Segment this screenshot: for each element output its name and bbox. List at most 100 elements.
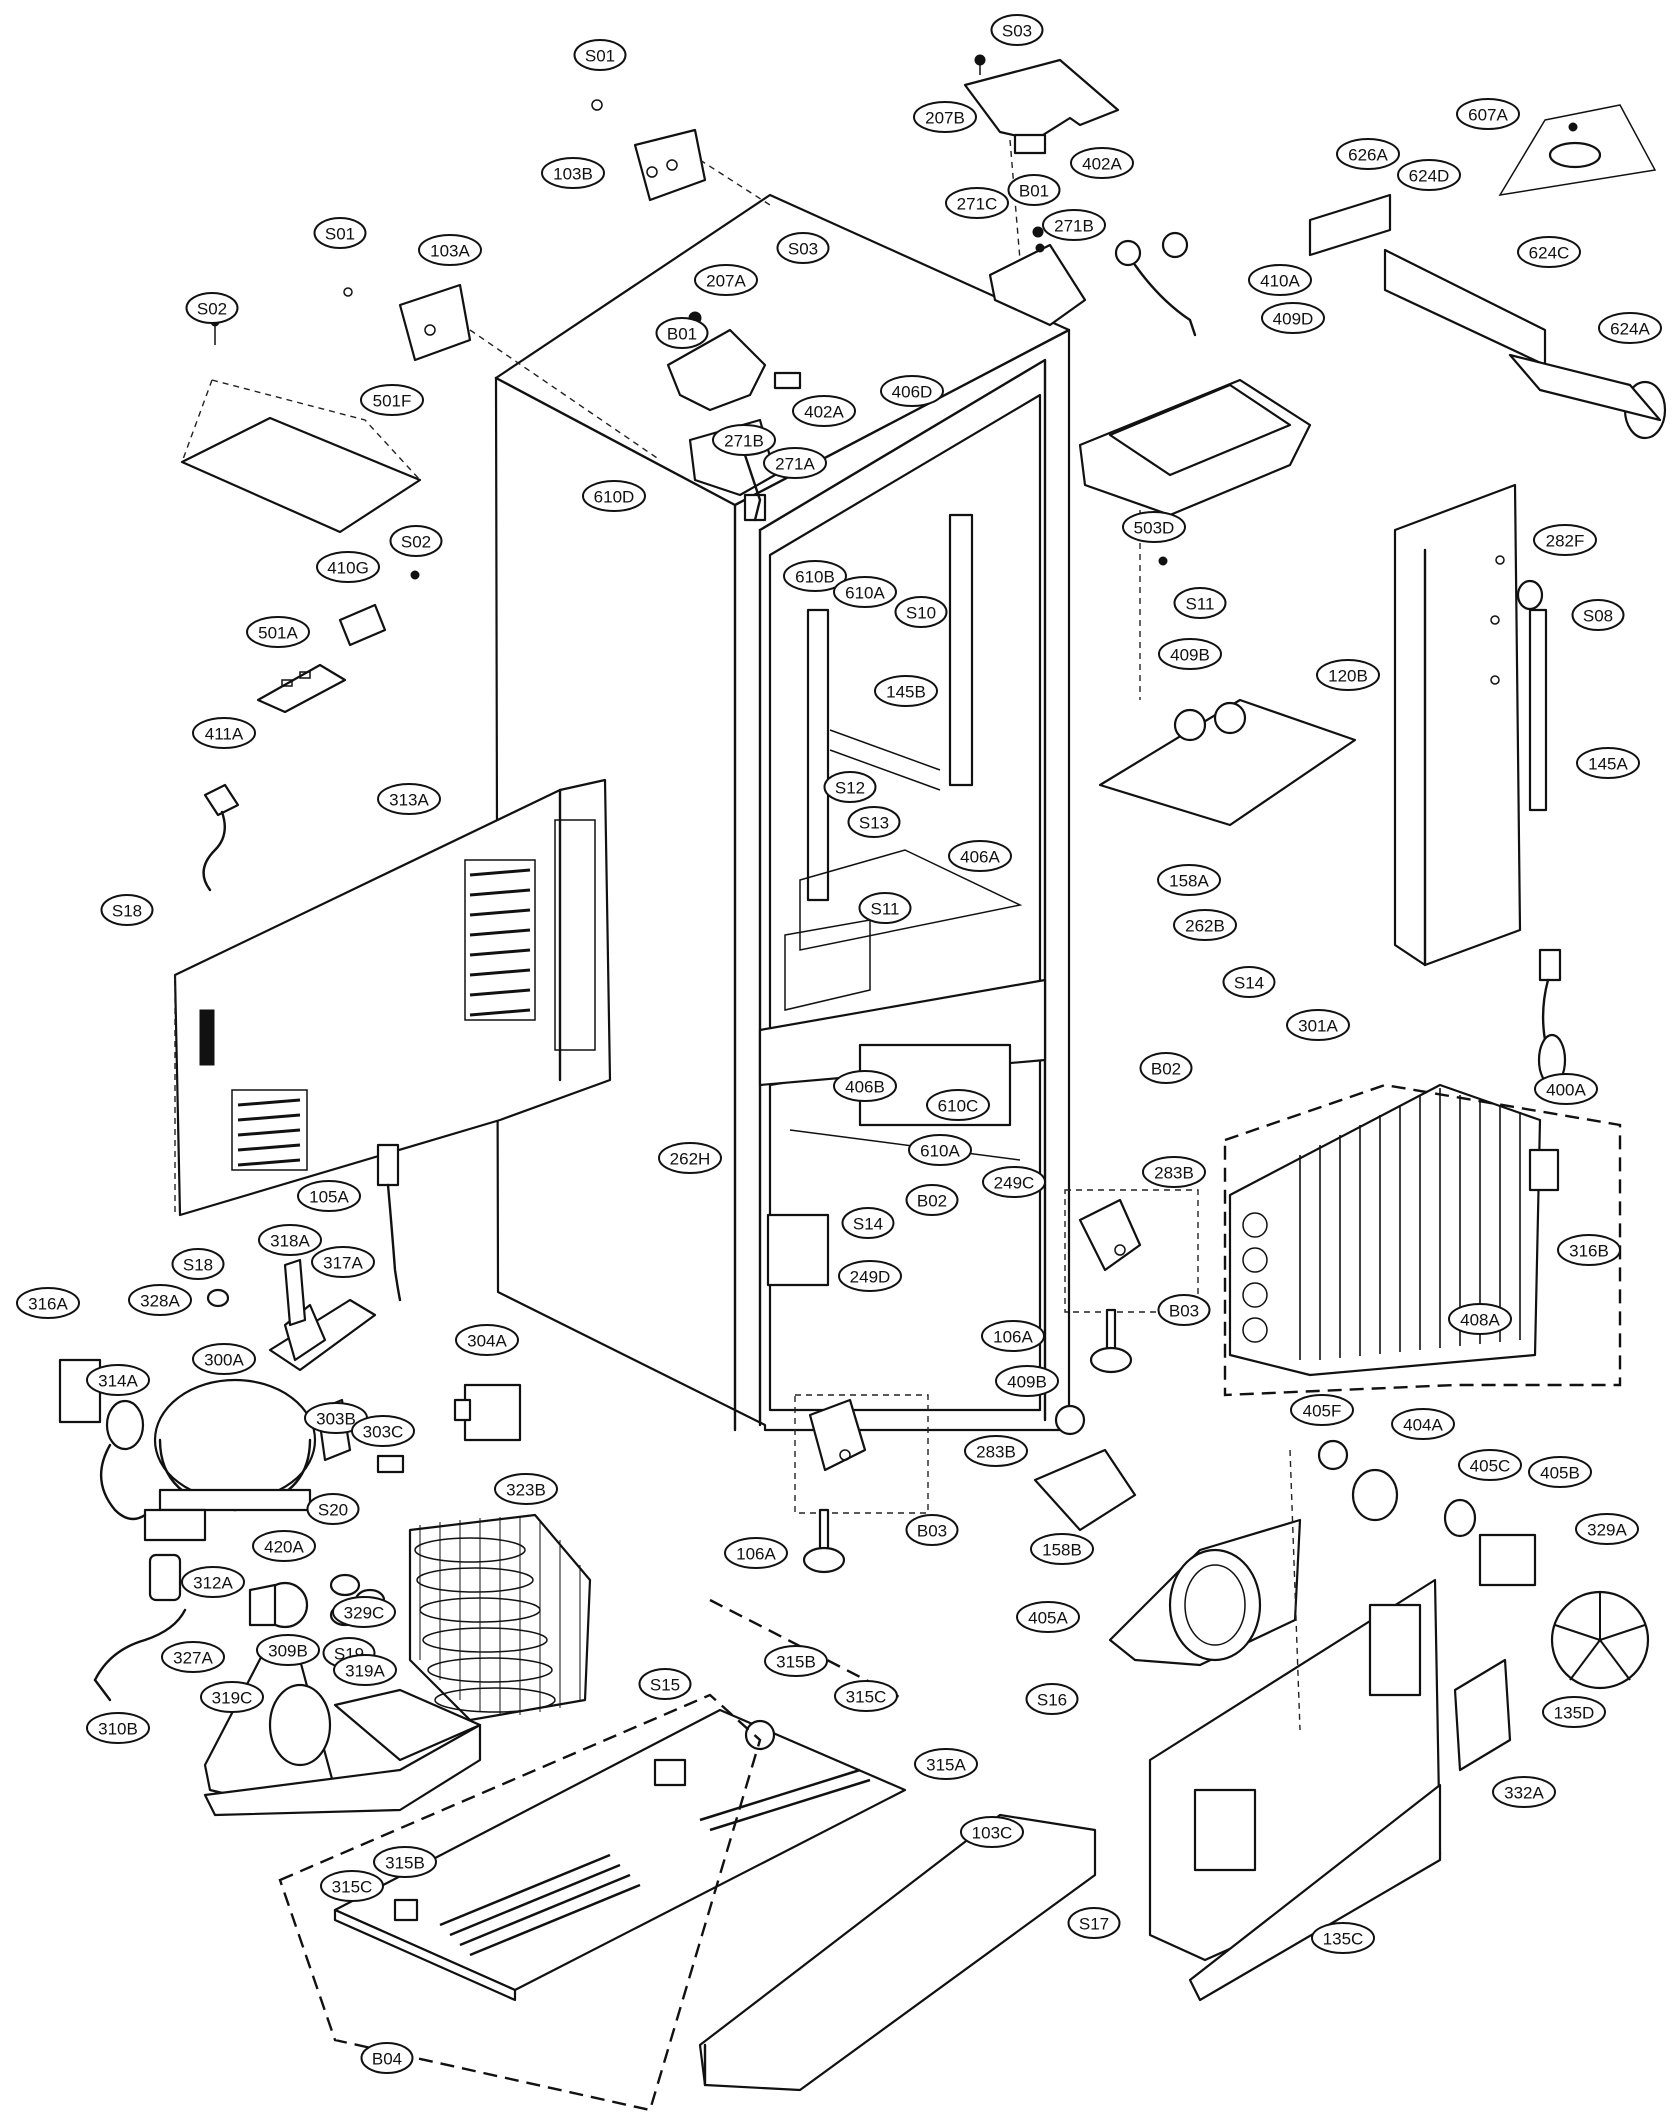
grommet-607a <box>1498 104 1657 196</box>
callout-s17: S17 <box>1067 1907 1121 1939</box>
callout-text: S01 <box>325 225 355 244</box>
callout-406b: 406B <box>833 1070 897 1102</box>
callout-text: 271A <box>775 455 815 474</box>
callout-oval <box>1067 1907 1121 1939</box>
callout-b03b: B03 <box>905 1514 959 1546</box>
callout-318a: 318A <box>258 1224 322 1256</box>
callout-text: B03 <box>917 1522 947 1541</box>
callout-oval <box>1576 747 1640 779</box>
callout-409ba: 409B <box>1158 638 1222 670</box>
callout-oval <box>455 1324 519 1356</box>
callout-text: 303C <box>363 1423 404 1442</box>
callout-262b: 262B <box>1173 909 1237 941</box>
callout-158a: 158A <box>1157 864 1221 896</box>
callout-304a: 304A <box>455 1324 519 1356</box>
callout-oval <box>16 1287 80 1319</box>
callout-oval <box>874 675 938 707</box>
callout-text: 332A <box>1504 1784 1544 1803</box>
callout-text: B02 <box>1151 1060 1181 1079</box>
callout-text: 409D <box>1273 310 1314 329</box>
callout-207a: 207A <box>694 264 758 296</box>
callout-271bb: 271B <box>712 424 776 456</box>
callout-oval <box>1042 209 1106 241</box>
back-panel-313a <box>173 778 612 1217</box>
callout-315cb: 315C <box>320 1870 384 1902</box>
leveling-leg-106a-lower <box>802 1508 846 1574</box>
callout-oval <box>964 1435 1028 1467</box>
callout-text: 309B <box>268 1642 308 1661</box>
callout-oval <box>1571 599 1625 631</box>
callout-text: 610D <box>594 488 635 507</box>
callout-text: 316B <box>1569 1242 1609 1261</box>
callout-oval <box>1157 1294 1211 1326</box>
callout-text: 271C <box>957 195 998 214</box>
callout-oval <box>1290 1394 1354 1426</box>
callout-text: 103C <box>972 1824 1013 1843</box>
callout-text: 315C <box>846 1688 887 1707</box>
callout-oval <box>373 1846 437 1878</box>
callout-oval <box>1391 1408 1455 1440</box>
callout-oval <box>880 375 944 407</box>
callout-oval <box>541 157 605 189</box>
callout-text: 409B <box>1007 1373 1047 1392</box>
callout-106aa: 106A <box>981 1320 1045 1352</box>
callout-text: 408A <box>1460 1311 1500 1330</box>
callout-409bb: 409B <box>995 1365 1059 1397</box>
callout-oval <box>252 1530 316 1562</box>
callout-oval <box>320 1870 384 1902</box>
callout-b02b: B02 <box>905 1184 959 1216</box>
callout-oval <box>1575 1513 1639 1545</box>
callout-309b: 309B <box>256 1634 320 1666</box>
callout-oval <box>833 1070 897 1102</box>
cover-103a <box>343 283 472 362</box>
callout-b01a: B01 <box>1007 174 1061 206</box>
fan-motor-420a <box>248 1581 309 1629</box>
callout-oval <box>838 1260 902 1292</box>
callout-text: 400A <box>1546 1081 1586 1100</box>
base-plate-315a <box>278 1598 907 2112</box>
callout-s18b: S18 <box>171 1248 225 1280</box>
callout-oval <box>960 1816 1024 1848</box>
callout-408a: 408A <box>1448 1303 1512 1335</box>
callout-text: 503D <box>1134 519 1175 538</box>
callout-text: S03 <box>1002 22 1032 41</box>
grommet-328a <box>206 1288 230 1308</box>
callout-oval <box>1336 138 1400 170</box>
callout-oval <box>306 1493 360 1525</box>
callout-text: 158A <box>1169 872 1209 891</box>
callout-text: 106A <box>736 1545 776 1564</box>
grommet-405f <box>1317 1439 1349 1471</box>
callout-text: 406B <box>845 1078 885 1097</box>
callout-oval <box>86 1712 150 1744</box>
callout-text: 411A <box>205 725 244 744</box>
callout-oval <box>638 1668 692 1700</box>
callout-314a: 314A <box>86 1364 150 1396</box>
callout-oval <box>128 1284 192 1316</box>
callout-oval <box>313 217 367 249</box>
callout-oval <box>1533 524 1597 556</box>
callout-s03b: S03 <box>776 232 830 264</box>
callout-oval <box>694 264 758 296</box>
grommet-405c <box>1443 1498 1477 1538</box>
callout-text: 405B <box>1540 1464 1580 1483</box>
callout-103a: 103A <box>418 234 482 266</box>
callout-207b: 207B <box>913 101 977 133</box>
callout-249c: 249C <box>982 1166 1046 1198</box>
callout-text: 135C <box>1323 1930 1364 1949</box>
board-501a <box>256 663 347 714</box>
thermostat-409b-lower <box>1033 1404 1137 1532</box>
callout-oval <box>1158 638 1222 670</box>
callout-303c: 303C <box>351 1415 415 1447</box>
rail-145a <box>1528 608 1548 812</box>
callout-oval <box>981 1320 1045 1352</box>
callout-328a: 328A <box>128 1284 192 1316</box>
callout-103c: 103C <box>960 1816 1024 1848</box>
callout-text: S11 <box>871 900 900 919</box>
condenser-323b <box>408 1513 592 1722</box>
callout-316b: 316B <box>1557 1234 1621 1266</box>
callout-s20: S20 <box>306 1493 360 1525</box>
callout-oval <box>764 1645 828 1677</box>
fan-motor-404a <box>1351 1468 1399 1522</box>
callout-oval <box>990 14 1044 46</box>
callout-text: 304A <box>467 1332 507 1351</box>
